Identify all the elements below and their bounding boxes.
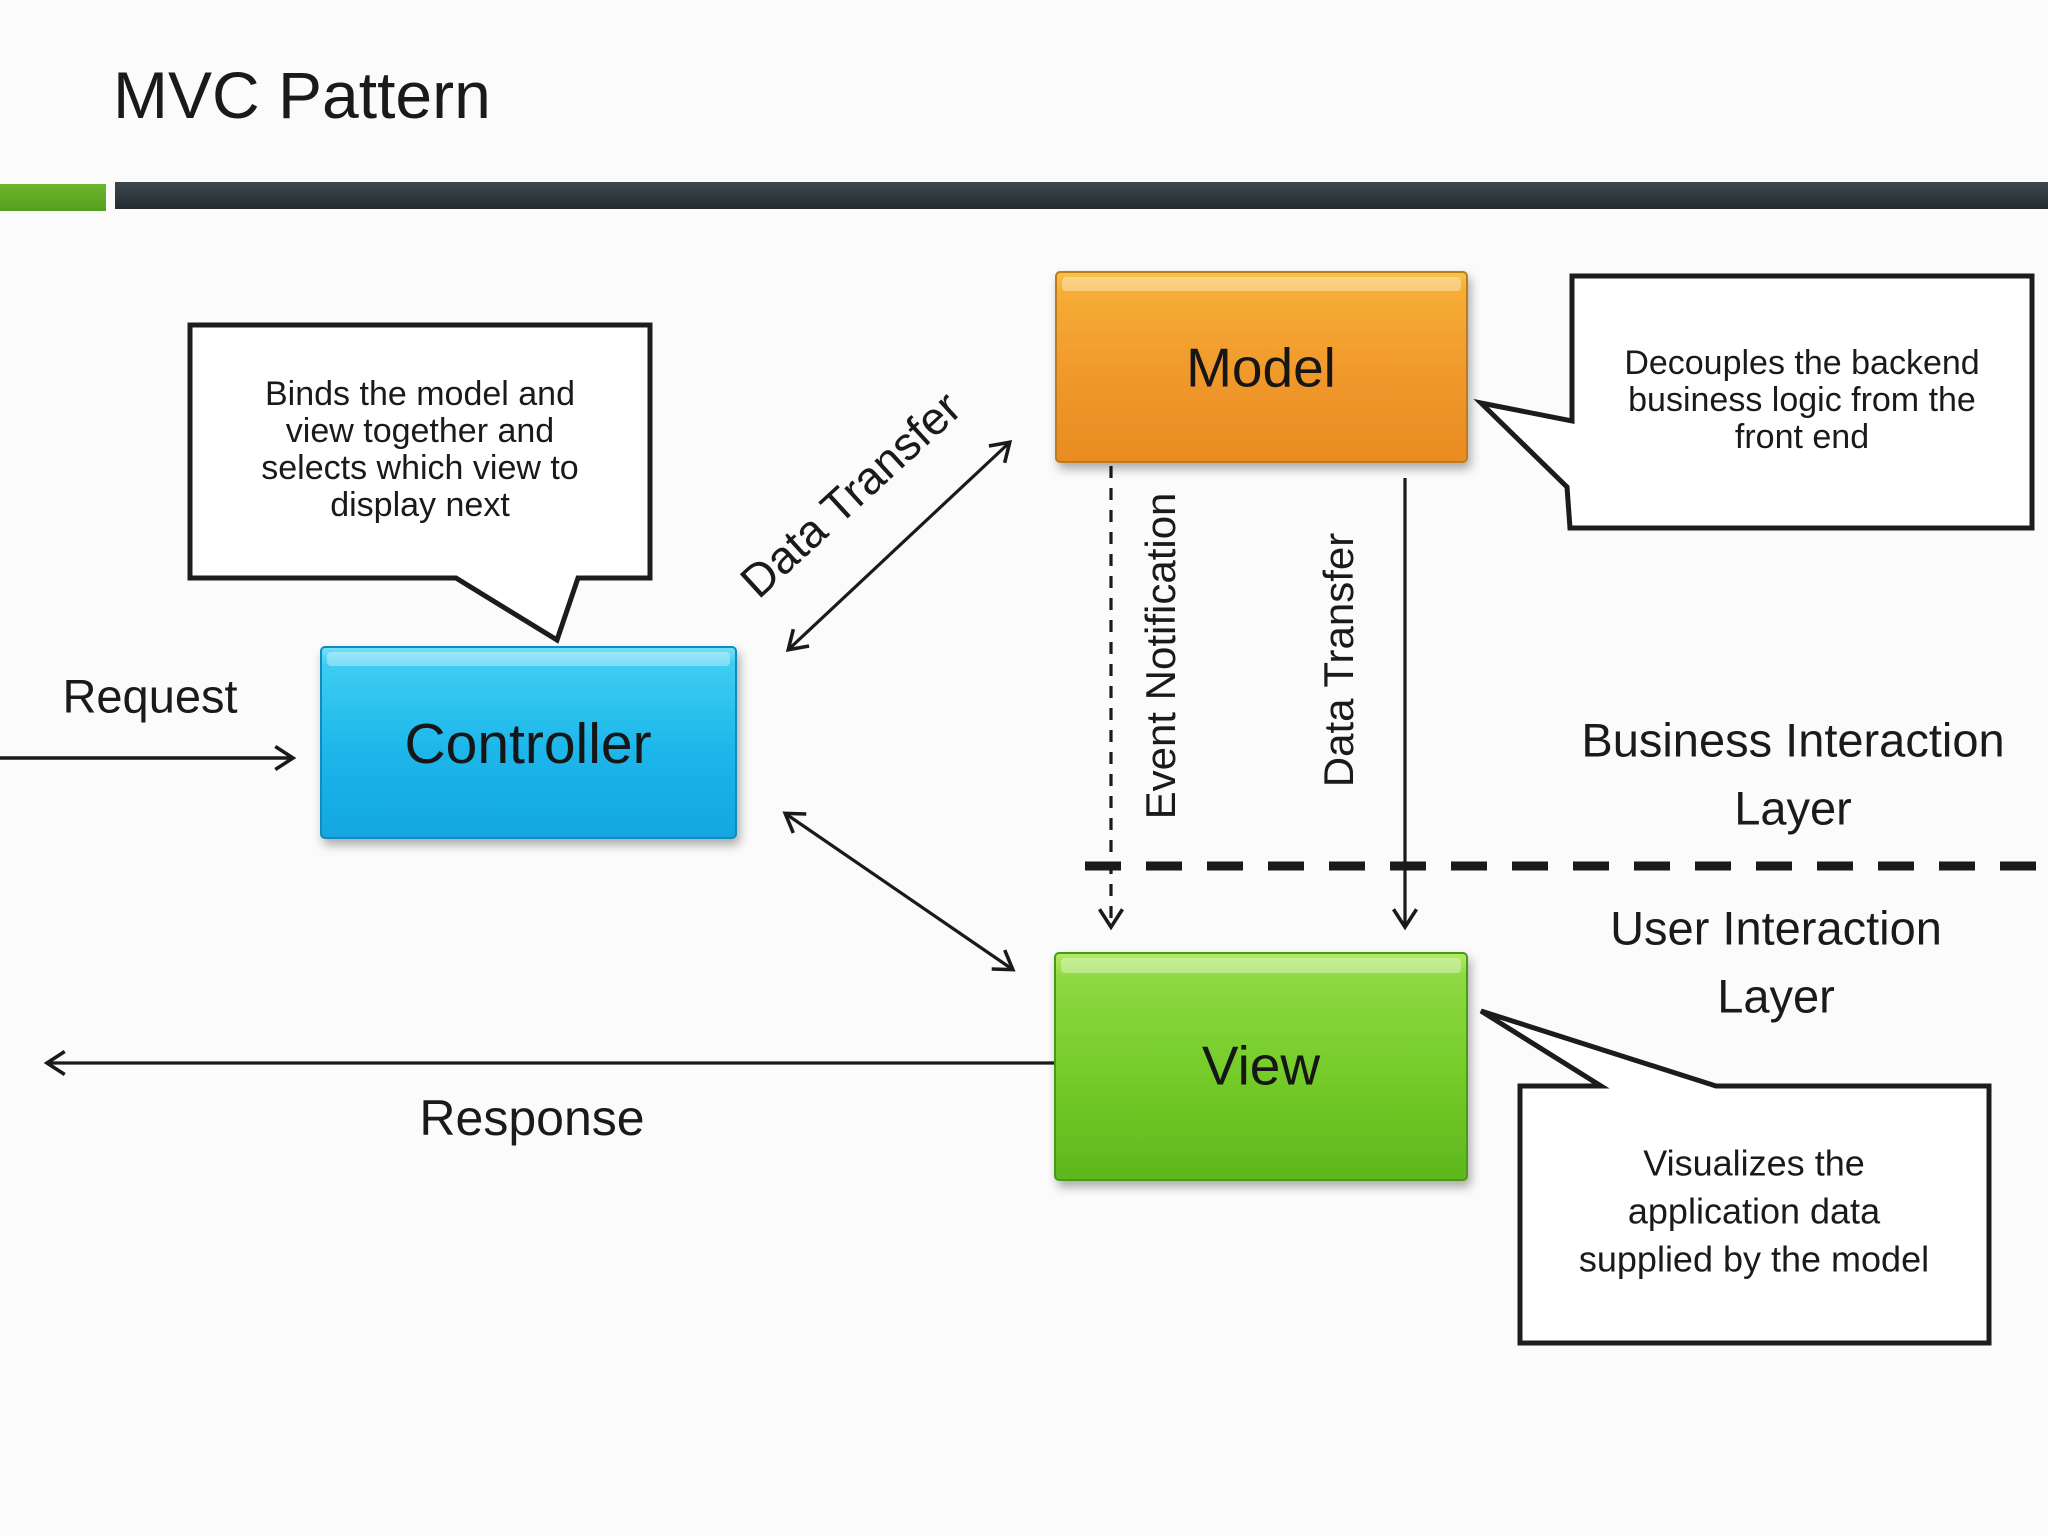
model-note-line2: business logic from the (1628, 381, 1976, 419)
controller-note-callout: Binds the model and view together and se… (187, 322, 653, 644)
controller-note-line2: view together and (286, 412, 554, 450)
data-transfer-model-view-label: Data Transfer (1315, 533, 1362, 787)
response-label: Response (419, 1090, 644, 1146)
page-title: MVC Pattern (113, 58, 491, 132)
accent-bar-green (0, 184, 106, 211)
view-label: View (1202, 1035, 1320, 1097)
view-box: View (1054, 952, 1468, 1181)
data-transfer-controller-model-label: Data Transfer (730, 381, 971, 608)
data-transfer-controller-model-arrow (785, 440, 1013, 652)
controller-label: Controller (404, 712, 651, 776)
user-layer-line1: User Interaction (1610, 901, 1942, 954)
user-layer-label: User Interaction Layer (1610, 901, 1942, 1022)
view-note-callout: Visualizes the application data supplied… (1479, 1008, 1992, 1346)
model-note-callout: Decouples the backend business logic fro… (1473, 273, 2035, 531)
model-label: Model (1186, 337, 1336, 399)
model-note-line1: Decouples the backend (1624, 344, 1979, 382)
user-layer-line2: Layer (1717, 969, 1835, 1022)
business-layer-line1: Business Interaction (1581, 713, 2004, 766)
event-notification-label: Event Notification (1137, 493, 1184, 820)
accent-bar-dark (115, 182, 2048, 209)
controller-note-line1: Binds the model and (265, 375, 575, 413)
model-note-line3: front end (1735, 418, 1869, 456)
controller-box: Controller (320, 646, 737, 839)
view-note-line1: Visualizes the (1643, 1143, 1864, 1184)
controller-view-arrow (782, 811, 1016, 972)
controller-note-line4: display next (330, 486, 510, 524)
controller-note-line3: selects which view to (261, 449, 578, 487)
request-label: Request (62, 669, 237, 722)
view-note-line3: supplied by the model (1579, 1239, 1929, 1280)
model-box: Model (1055, 271, 1468, 463)
view-note-line2: application data (1628, 1191, 1881, 1232)
business-layer-line2: Layer (1734, 781, 1852, 834)
business-layer-label: Business Interaction Layer (1581, 713, 2004, 834)
